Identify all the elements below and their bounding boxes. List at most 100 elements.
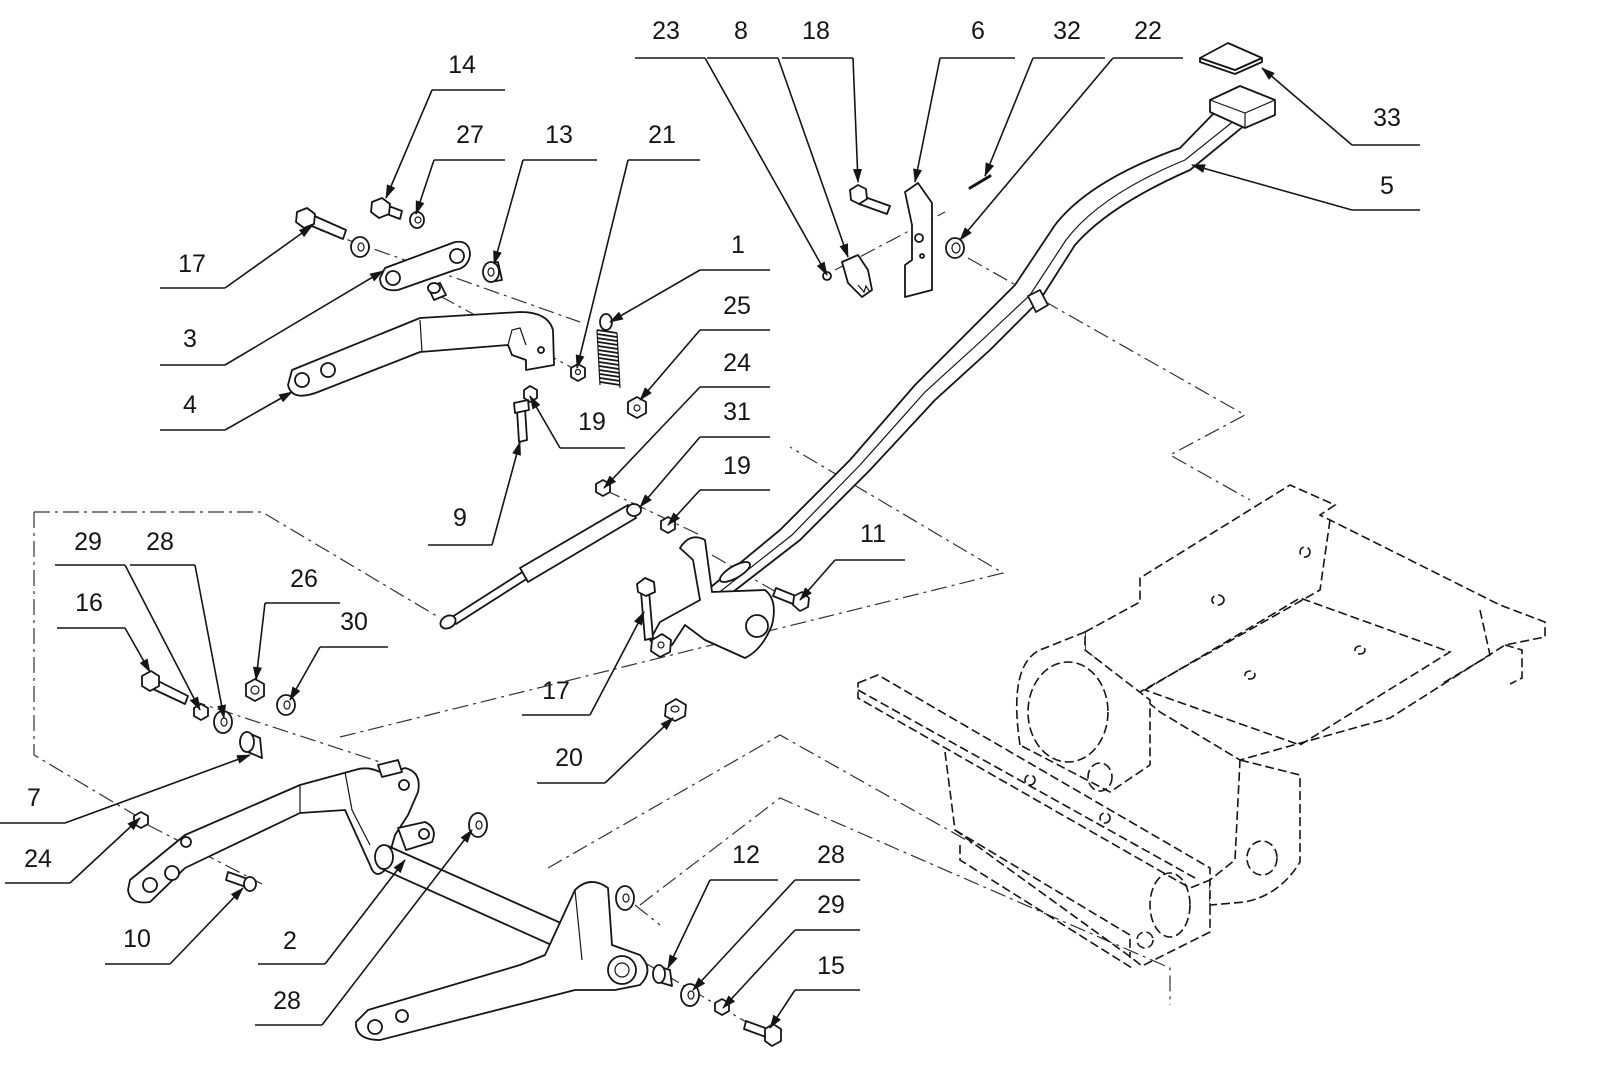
lever-hook <box>507 327 527 346</box>
frame-top-deck <box>1084 484 1546 761</box>
bracket-hole <box>919 253 925 259</box>
frame-front-box <box>959 845 1133 969</box>
callout-33: 33 <box>1261 67 1420 146</box>
leader-line <box>224 270 384 366</box>
frame-large-hole <box>1027 661 1109 763</box>
part-spring-1 <box>596 313 621 389</box>
callout-10: 10 <box>105 887 244 965</box>
callout-16: 16 <box>57 589 151 673</box>
washer <box>615 885 635 911</box>
frame-hole <box>1211 594 1225 606</box>
lever-body <box>287 311 555 397</box>
callout-22: 22 <box>959 17 1183 241</box>
callout-5: 5 <box>1191 164 1420 211</box>
leader-line <box>777 57 849 258</box>
spring-outline <box>596 329 621 389</box>
callout-number: 28 <box>273 987 301 1015</box>
left-arm-hole <box>418 828 430 840</box>
nut-bore <box>250 685 260 695</box>
nut <box>193 703 209 721</box>
nut <box>245 678 265 702</box>
link-hole <box>449 248 465 264</box>
spring-coils <box>596 329 621 386</box>
callout-15: 15 <box>769 952 860 1029</box>
frame-hole <box>1244 670 1256 680</box>
tube-end <box>374 844 394 870</box>
leader-line <box>491 441 521 546</box>
pedal-pad <box>1209 85 1276 129</box>
right-arm-body <box>355 881 649 1041</box>
part-nut-26 <box>245 678 265 702</box>
frame-edge <box>1504 644 1523 685</box>
callout-14: 14 <box>385 51 505 199</box>
callout-21: 21 <box>575 121 700 369</box>
leader-line <box>799 559 836 601</box>
leader-line <box>1261 67 1353 146</box>
left-arm-hole <box>398 779 410 791</box>
callout-7: 7 <box>0 754 251 824</box>
callout-number: 28 <box>817 841 845 869</box>
chain-line <box>319 229 581 323</box>
part-bushing-12 <box>652 964 673 987</box>
callout-number: 17 <box>178 250 206 278</box>
assembly-center-lines <box>33 211 1251 1031</box>
part-washer-27 <box>409 211 425 229</box>
callout-number: 10 <box>123 925 151 953</box>
frame-edge <box>1139 519 1331 693</box>
part-lever-4 <box>287 311 555 397</box>
callout-number: 24 <box>723 349 751 377</box>
callout-number: 22 <box>1134 17 1162 45</box>
nut <box>714 998 730 1016</box>
part-nut-29 <box>193 703 209 721</box>
leader-line <box>493 159 524 265</box>
nut-bore <box>670 705 680 713</box>
leader-line <box>959 57 1114 241</box>
callout-31: 31 <box>639 398 770 508</box>
callout-32: 32 <box>984 17 1105 177</box>
spacer-end <box>427 282 441 294</box>
washer <box>409 211 425 229</box>
part-nut-24-top <box>595 479 611 497</box>
callout-27: 27 <box>415 121 505 215</box>
callout-19: 19 <box>667 452 770 526</box>
frame-front-box <box>954 829 1131 958</box>
lever-edge <box>419 319 423 353</box>
machine-frame <box>857 484 1546 969</box>
leader-line <box>575 159 629 369</box>
leader-line <box>984 57 1034 177</box>
leader-line <box>224 391 293 431</box>
frame-hole <box>1136 931 1154 949</box>
right-arm-hole <box>367 1019 383 1035</box>
bracket-plate <box>649 536 775 659</box>
chain-line <box>604 489 701 536</box>
leader-line <box>589 611 645 716</box>
callout-20: 20 <box>537 717 674 784</box>
nut <box>133 811 149 829</box>
part-bolt-15 <box>743 1020 782 1047</box>
callout-number: 24 <box>24 845 52 873</box>
left-arm-body <box>127 767 420 904</box>
callout-4: 4 <box>160 391 293 431</box>
callout-18: 18 <box>782 17 862 183</box>
callout-25: 25 <box>639 292 770 401</box>
callout-number: 12 <box>732 841 760 869</box>
frame-side-plate <box>1015 630 1151 793</box>
right-arm-bore <box>614 962 630 978</box>
frame-hole <box>1246 840 1278 876</box>
washer-bore <box>357 242 365 252</box>
part-right-arm <box>355 881 649 1041</box>
frame-hole <box>1299 546 1311 558</box>
callout-19: 19 <box>529 395 625 449</box>
nut <box>595 479 611 497</box>
frame-hole <box>1024 774 1036 786</box>
callout-3: 3 <box>160 270 384 366</box>
part-pedal-cover <box>1199 42 1263 75</box>
callout-26: 26 <box>253 565 340 681</box>
part-washer-mid <box>468 812 488 838</box>
part-bracket-6 <box>904 182 933 298</box>
callout-29: 29 <box>722 891 860 1009</box>
washer <box>276 694 296 716</box>
part-bolt-17-top <box>295 207 347 240</box>
callout-11: 11 <box>799 520 905 601</box>
